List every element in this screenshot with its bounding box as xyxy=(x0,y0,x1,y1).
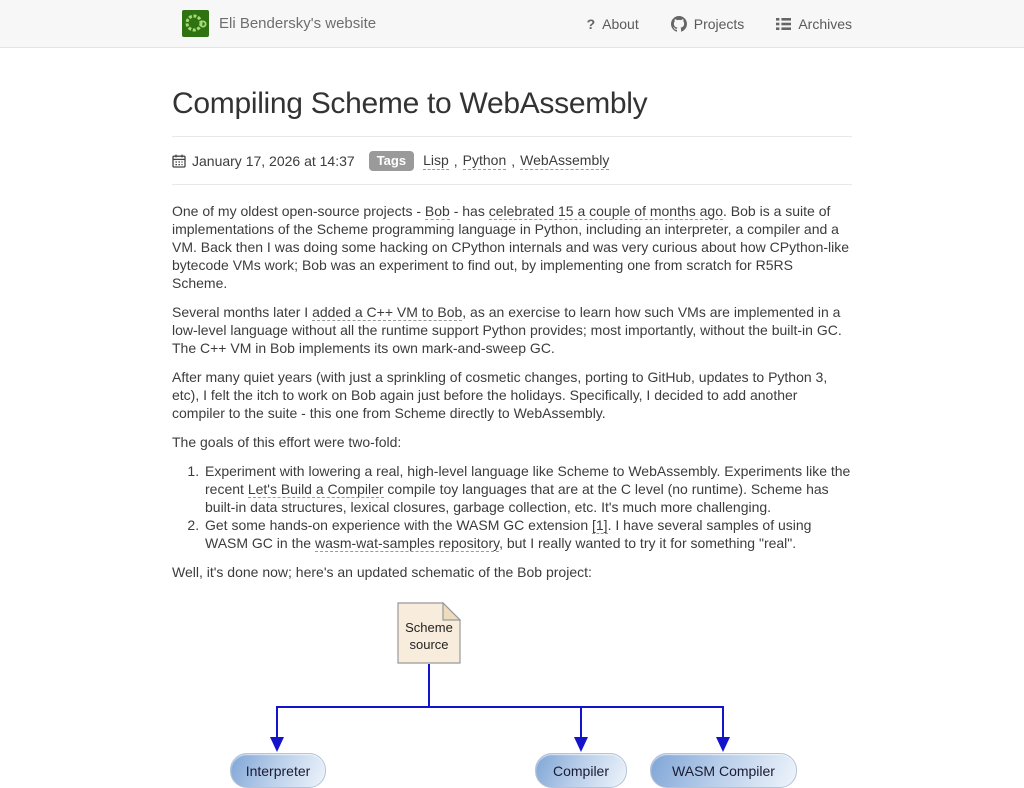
tag-link-webassembly[interactable]: WebAssembly xyxy=(520,152,610,170)
inline-link[interactable]: Let's Build a Compiler xyxy=(247,481,384,498)
inline-link[interactable]: Bob xyxy=(424,203,450,220)
tag-link-lisp[interactable]: Lisp xyxy=(423,152,449,170)
nav-label-projects: Projects xyxy=(693,15,745,32)
inline-link[interactable]: [1] xyxy=(592,517,608,534)
tag-separator: , xyxy=(453,153,458,169)
paragraph: Well, it's done now; here's an updated s… xyxy=(172,563,852,581)
paragraph: The goals of this effort were two-fold: xyxy=(172,433,852,451)
text-segment: compile toy languages that are at the C … xyxy=(205,481,829,515)
inline-link[interactable]: celebrated 15 a couple of months ago xyxy=(488,203,724,220)
page-title: Compiling Scheme to WebAssembly xyxy=(172,87,648,120)
site-title[interactable]: Eli Bendersky's website xyxy=(219,15,377,32)
text-segment: One of my oldest open-source projects - xyxy=(172,203,425,219)
text-segment: After many quiet years (with just a spri… xyxy=(172,369,828,421)
list-item: Experiment with lowering a real, high-le… xyxy=(203,462,852,516)
bob-project-diagram: Scheme source Interpreter Compiler WASM … xyxy=(172,592,852,788)
interpreter-node: Interpreter xyxy=(230,753,326,788)
text-segment: . I have several samples of using WASM G… xyxy=(205,517,812,551)
list-item: Get some hands-on experience with the WA… xyxy=(203,516,852,552)
text-segment: The goals of this effort were two-fold: xyxy=(172,434,402,450)
article-body: One of my oldest open-source projects - … xyxy=(172,185,852,581)
question-icon: ? xyxy=(586,15,596,32)
inline-link[interactable]: wasm-wat-samples repository xyxy=(314,535,500,552)
text-segment: Get some hands-on experience with the WA… xyxy=(205,517,592,533)
tags-badge: Tags xyxy=(368,151,415,171)
post-date: January 17, 2026 at 14:37 xyxy=(192,153,355,169)
divider xyxy=(172,184,852,185)
nav-item-about[interactable]: ? About xyxy=(587,16,639,32)
scheme-source-label: Scheme source xyxy=(405,620,453,652)
tag-separator: , xyxy=(511,153,516,169)
text-segment: , as an exercise to learn how such VMs a… xyxy=(172,304,842,356)
text-segment: Experiment with lowering a real, high-le… xyxy=(205,463,851,497)
text-segment: , but I really wanted to try it for some… xyxy=(499,535,797,551)
main-nav: ? About Projects xyxy=(587,15,852,32)
text-segment: . Bob is a suite of implementations of t… xyxy=(172,203,850,291)
paragraph: Several months later I added a C++ VM to… xyxy=(172,303,852,357)
github-icon xyxy=(670,15,687,32)
paragraph: One of my oldest open-source projects - … xyxy=(172,202,852,292)
tag-link-python[interactable]: Python xyxy=(462,152,507,170)
logo-icon xyxy=(182,10,209,37)
text-segment: - has xyxy=(449,203,489,219)
nav-label-archives: Archives xyxy=(798,15,852,32)
text-segment: Several months later I xyxy=(172,304,313,320)
paragraph: After many quiet years (with just a spri… xyxy=(172,368,852,422)
goals-list: Experiment with lowering a real, high-le… xyxy=(172,462,852,552)
divider xyxy=(172,136,852,137)
nav-item-archives[interactable]: Archives xyxy=(776,16,852,32)
connector-lines xyxy=(270,664,730,752)
list-icon xyxy=(776,17,792,31)
compiler-node: Compiler xyxy=(535,753,627,788)
calendar-icon xyxy=(172,154,186,168)
text-segment: Well, it's done now; here's an updated s… xyxy=(172,564,592,580)
article: Compiling Scheme to WebAssembly January … xyxy=(172,87,852,788)
inline-link[interactable]: added a C++ VM to Bob xyxy=(312,304,463,321)
post-meta: January 17, 2026 at 14:37 Tags Lisp , Py… xyxy=(172,137,852,184)
nav-item-projects[interactable]: Projects xyxy=(670,15,745,32)
wasm-compiler-node: WASM Compiler xyxy=(650,753,797,788)
site-logo[interactable] xyxy=(182,10,209,37)
scheme-source-node: Scheme source xyxy=(397,602,461,664)
nav-label-about: About xyxy=(602,15,639,32)
site-header: Eli Bendersky's website ? About Projects xyxy=(0,0,1024,48)
document-shape-icon xyxy=(397,602,461,664)
